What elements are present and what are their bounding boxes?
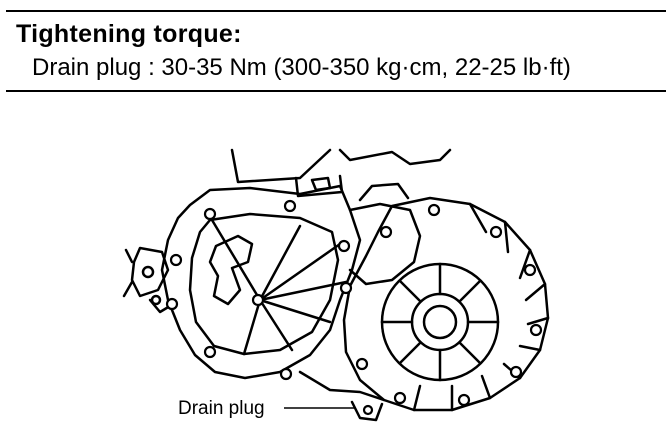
torque-heading: Tightening torque: (16, 20, 242, 48)
drain-plug-callout-label: Drain plug (178, 398, 265, 419)
drain-plug-torque-spec: Drain plug : 30-35 Nm (300-350 kg·cm, 22… (32, 54, 571, 81)
top-rule (6, 10, 666, 12)
bottom-rule (6, 90, 666, 92)
